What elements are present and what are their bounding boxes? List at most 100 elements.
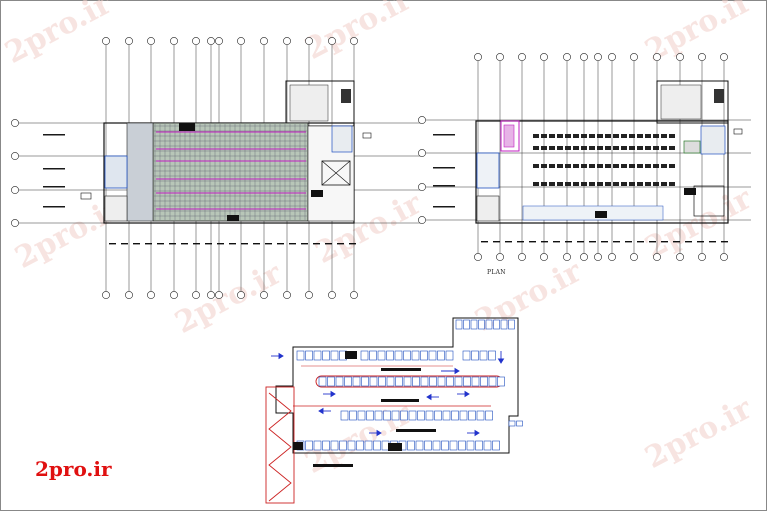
dimension-tick (649, 241, 656, 243)
parked-car (557, 164, 563, 168)
bottom-parking-plan (265, 317, 523, 504)
right-floor-plan (418, 53, 751, 261)
dimension-tick (529, 241, 536, 243)
parking-slot (408, 410, 417, 421)
flow-arrowhead (464, 390, 470, 398)
grid-bubble (125, 37, 133, 45)
grid-bubble (418, 149, 426, 157)
flow-arrowhead (426, 393, 432, 401)
parked-car (549, 182, 555, 186)
parking-slot (318, 376, 327, 387)
grid-bubble (518, 253, 526, 261)
dimension-tick (541, 241, 548, 243)
grid-bubble (720, 53, 728, 61)
parked-car (549, 134, 555, 138)
parked-car (581, 182, 587, 186)
parked-car (653, 146, 659, 150)
parking-slot (480, 376, 488, 387)
parking-slot (327, 376, 335, 387)
dimension-tick (565, 241, 572, 243)
grid-bubble (237, 37, 245, 45)
parking-slot (441, 440, 449, 451)
parking-slot (434, 410, 442, 421)
dimension-tick (133, 243, 140, 245)
site-logo: 2pro.ir (35, 457, 112, 481)
parking-slot (322, 440, 330, 451)
parking-slot (296, 350, 305, 361)
parking-slot (394, 350, 403, 361)
parked-car (629, 146, 635, 150)
parking-slot (429, 376, 437, 387)
parking-slot (428, 350, 437, 361)
flow-arrowhead (454, 367, 460, 375)
grid-bubble (608, 53, 616, 61)
dimension-tick (145, 243, 152, 245)
parked-car (573, 164, 579, 168)
parking-slot (381, 440, 390, 451)
parking-slot (313, 350, 322, 361)
parked-car (597, 134, 603, 138)
parked-car (557, 134, 563, 138)
parking-slot (492, 440, 500, 451)
parking-slot (420, 376, 429, 387)
grid-bubble (328, 37, 336, 45)
parking-slot (364, 440, 373, 451)
grid-bubble (540, 53, 548, 61)
parking-slot (352, 376, 361, 387)
parking-slot (373, 440, 381, 451)
grid-bubble (474, 253, 482, 261)
parked-car (541, 146, 547, 150)
parking-slot (483, 440, 492, 451)
parking-slot (383, 410, 391, 421)
dimension-tick (217, 243, 224, 245)
dimension-tick (601, 241, 608, 243)
parking-slot (485, 410, 493, 421)
grid-bubble (283, 291, 291, 299)
flow-arrowhead (318, 407, 324, 415)
flow-arrowhead (376, 429, 382, 437)
parking-slot (378, 376, 386, 387)
dimension-tick (169, 243, 176, 245)
parking-slot (424, 440, 432, 451)
parking-slot (360, 350, 369, 361)
parking-slot (508, 319, 515, 330)
dimension-tick (709, 241, 716, 243)
parked-car (533, 134, 539, 138)
grid-bubble (653, 253, 661, 261)
parking-slot (313, 440, 322, 451)
parked-car (565, 134, 571, 138)
dimension-tick (157, 243, 164, 245)
grid-bubble (676, 253, 684, 261)
parked-car (605, 134, 611, 138)
dimension-tick (625, 241, 632, 243)
parked-car (549, 146, 555, 150)
parked-car (661, 182, 667, 186)
parked-car (669, 146, 675, 150)
parked-car (621, 134, 627, 138)
parking-slot (420, 350, 428, 361)
parking-slot (432, 440, 441, 451)
grid-bubble (260, 291, 268, 299)
parked-car (605, 164, 611, 168)
dimension-tick (181, 243, 188, 245)
parking-slot (445, 350, 454, 361)
grid-bubble (418, 216, 426, 224)
parking-slot (476, 410, 485, 421)
parking-slot (485, 319, 493, 330)
parked-car (661, 134, 667, 138)
parking-slot (458, 440, 466, 451)
plan-label: PLAN (487, 269, 506, 276)
dimension-tick (349, 243, 356, 245)
dimension-tick (577, 241, 584, 243)
parking-slot (330, 440, 339, 451)
parked-car (645, 164, 651, 168)
parked-car (613, 146, 619, 150)
parked-car (533, 182, 539, 186)
grid-bubble (147, 37, 155, 45)
dimension-tick (673, 241, 680, 243)
dimension-tick (121, 243, 128, 245)
parking-slot (369, 350, 377, 361)
parked-car (637, 164, 643, 168)
flow-arrowhead (330, 390, 336, 398)
parking-slot (468, 410, 476, 421)
